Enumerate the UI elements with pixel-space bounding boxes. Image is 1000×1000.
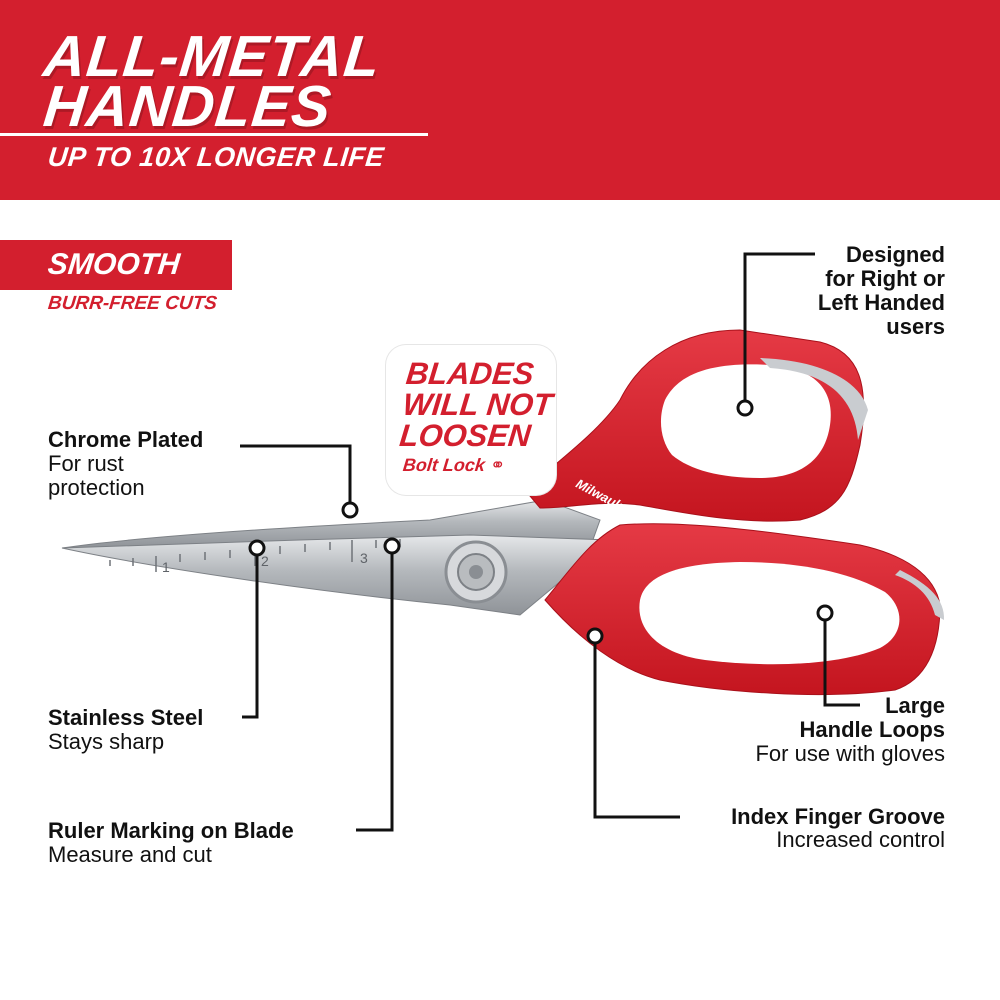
upper-handle-loop <box>660 364 831 478</box>
callout-loops-title-2: Handle Loops <box>799 717 945 742</box>
callout-ruler-desc: Measure and cut <box>48 842 212 867</box>
ruler-label-2: 2 <box>261 553 269 569</box>
leader-designed <box>743 252 815 400</box>
lower-blade <box>61 534 612 616</box>
callout-loops-desc: For use with gloves <box>755 741 945 766</box>
callout-index-title: Index Finger Groove <box>731 804 945 829</box>
callout-designed-line-1: Designed <box>845 242 945 267</box>
ruler-label-3: 3 <box>360 550 368 566</box>
callout-designed-line-2: for Right or <box>825 266 945 291</box>
badge-subtitle: Bolt Lock ⚭ <box>402 455 506 476</box>
banner-divider <box>0 133 428 136</box>
callout-loops-title-1: Large <box>885 693 945 718</box>
leader-chrome <box>240 444 352 502</box>
upper-handle-steel-edge <box>760 358 868 440</box>
link-icon: ⚭ <box>489 455 507 475</box>
dot-designed <box>736 399 754 417</box>
dot-stainless <box>248 539 266 557</box>
leader-lines <box>240 252 860 832</box>
leader-ruler <box>356 553 394 832</box>
leader-stainless <box>242 555 259 719</box>
callout-ruler-title: Ruler Marking on Blade <box>48 818 294 843</box>
callout-designed-line-4: users <box>886 314 945 339</box>
callout-stainless-desc: Stays sharp <box>48 729 165 754</box>
callout-designed-line-3: Left Handed <box>817 290 945 315</box>
callout-chrome-desc-2: protection <box>48 475 145 500</box>
leader-dots <box>248 399 834 645</box>
callout-chrome-title: Chrome Plated <box>48 427 204 452</box>
callout-stainless-title: Stainless Steel <box>48 705 204 730</box>
badge-title: BLADES WILL NOT LOOSEN <box>397 356 555 453</box>
header-banner <box>0 0 1000 200</box>
bolt-lock-badge <box>386 345 556 495</box>
callout-index-desc: Increased control <box>776 827 945 852</box>
callout-chrome-desc-1: For rust <box>48 451 124 476</box>
smooth-tag <box>0 240 232 290</box>
dot-chrome <box>341 501 359 519</box>
lower-handle-loop <box>639 562 900 665</box>
leader-index <box>593 643 680 819</box>
dot-ruler <box>383 537 401 555</box>
leader-loops <box>823 620 860 707</box>
lower-handle-steel-edge <box>895 570 945 620</box>
dot-loops <box>816 604 834 622</box>
ruler-label-1: 1 <box>162 559 170 575</box>
badge-subtitle-text: Bolt Lock <box>402 455 487 475</box>
dot-index <box>586 627 604 645</box>
